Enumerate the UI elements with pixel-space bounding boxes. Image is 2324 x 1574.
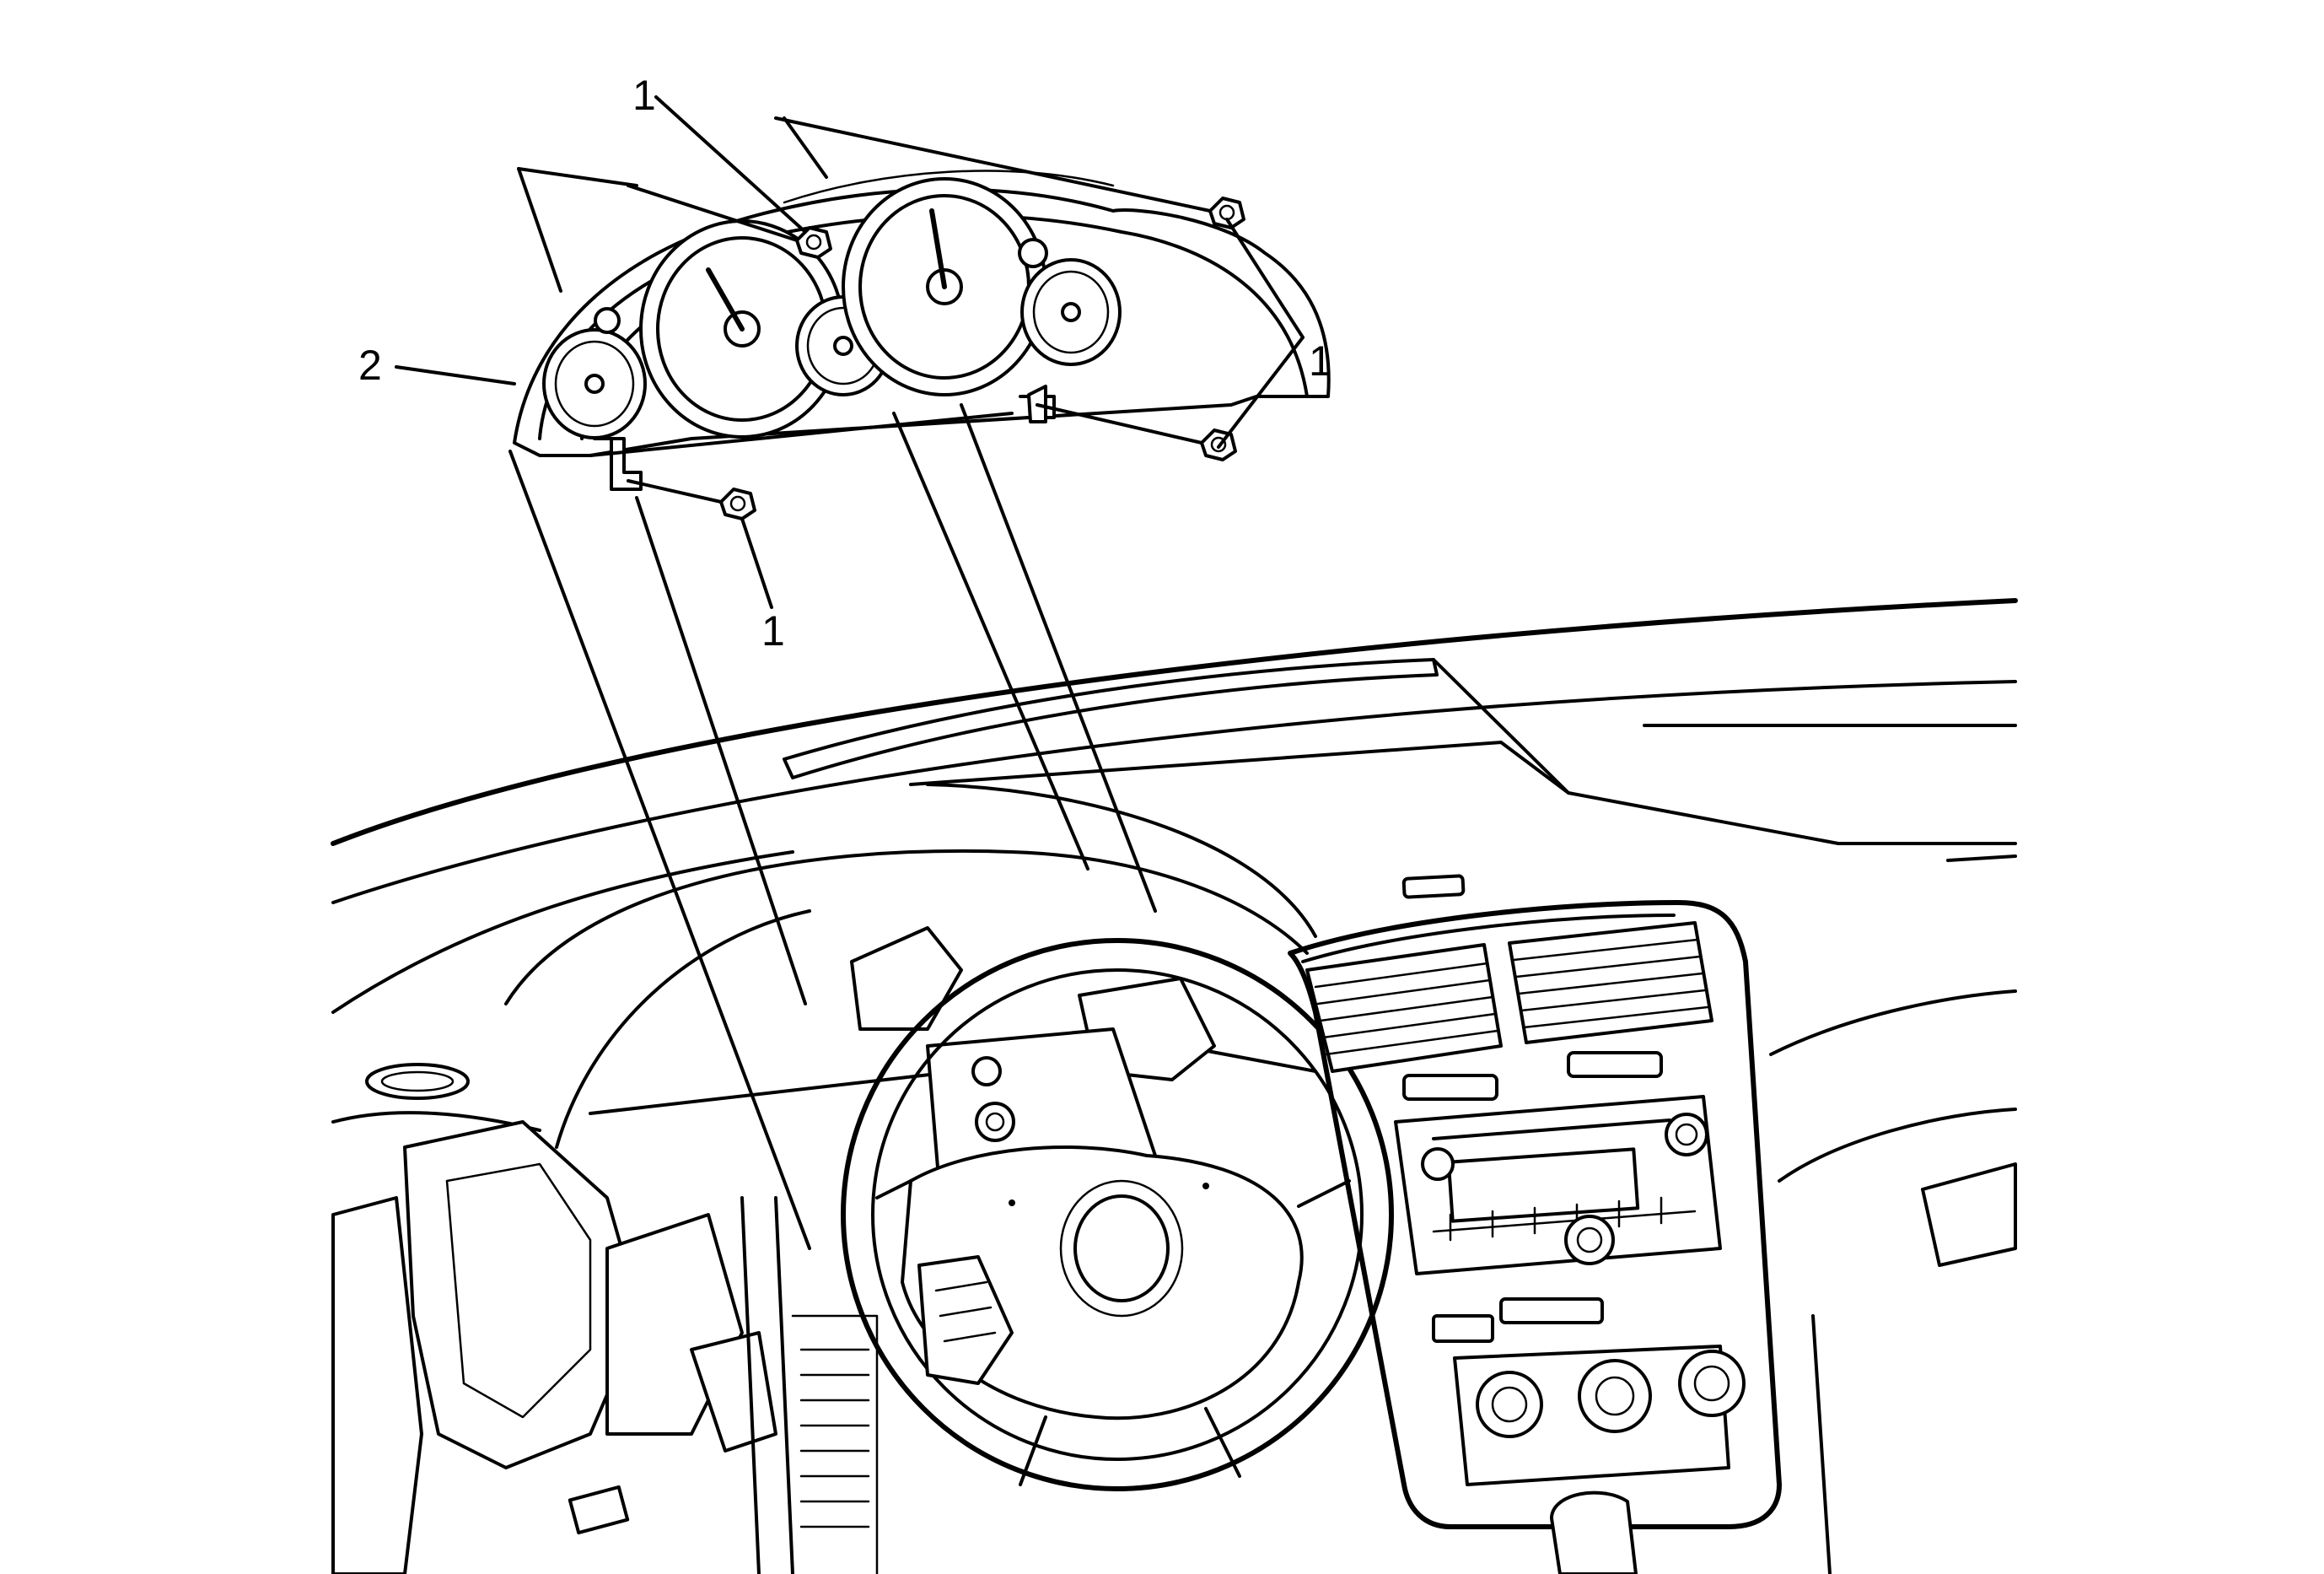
fastener-bottom-left: [719, 488, 756, 520]
radio-head-unit: [1394, 1095, 1722, 1275]
callout-1-bottom: 1: [761, 607, 785, 655]
center-stack: [1288, 874, 1782, 1574]
callout-1-right: 1: [1309, 337, 1332, 385]
left-gauge: [542, 328, 647, 439]
callout-leaders: [395, 95, 1305, 609]
steering-wheel: [841, 938, 1394, 1491]
column-ribs: [799, 1348, 870, 1528]
fastener-top-right: [1208, 197, 1245, 229]
instrument-cluster: [513, 170, 1331, 491]
center-vent-left: [1305, 943, 1503, 1073]
climate-controls: [1432, 1297, 1746, 1486]
center-vent-right: [1508, 921, 1713, 1044]
fastener-top-center: [795, 226, 832, 259]
speedometer: [842, 177, 1047, 396]
callout-2-cluster: 2: [358, 342, 382, 389]
instrument-panel: [331, 598, 2018, 1574]
callout-1-top: 1: [632, 72, 656, 119]
alignment-lines: [508, 116, 1157, 1250]
right-gauge: [1020, 258, 1122, 366]
passenger-dash: [1769, 989, 2017, 1574]
fastener-axis-lines: [627, 116, 1212, 504]
tachometer: [639, 219, 845, 439]
